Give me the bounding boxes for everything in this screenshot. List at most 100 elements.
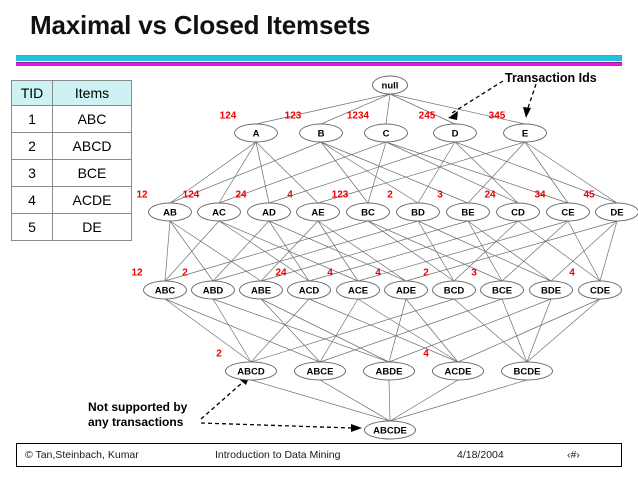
lattice-edge [212,298,252,363]
lattice-edge [417,141,456,204]
lattice-edge [524,141,618,204]
column-header-items: Items [52,80,132,106]
lattice-edge [389,379,528,422]
tid-label-e: 345 [488,110,506,122]
tid-label-b: 123 [284,110,302,122]
lattice-edge [260,298,321,363]
lattice-edge [255,141,319,204]
lattice-edge [320,141,469,204]
lattice-edge [169,141,257,204]
lattice-edge [467,220,503,282]
lattice-node-ace[interactable]: ACE [336,280,380,300]
lattice-edge [212,220,270,282]
lattice-node-cde[interactable]: CDE [578,280,622,300]
slide-footer: © Tan,Steinbach, Kumar Introduction to D… [16,443,622,467]
lattice-node-be[interactable]: BE [446,202,490,222]
lattice-node-acd[interactable]: ACD [287,280,331,300]
lattice-node-c[interactable]: C [364,123,408,143]
tid-label-a: 124 [219,110,237,122]
tid-label-c: 1234 [346,110,370,122]
tid-label-bc: 123 [331,189,349,201]
cell-tid: 2 [11,132,53,160]
lattice-node-b[interactable]: B [299,123,343,143]
not-supported-line-2: any transactions [88,415,184,429]
lattice-edge [389,379,459,422]
lattice-edge [250,298,310,363]
lattice-node-acde[interactable]: ACDE [432,361,484,381]
lattice-edge [467,220,552,282]
cell-tid: 5 [11,213,53,241]
lattice-node-ac[interactable]: AC [197,202,241,222]
arrow-note-to-abcd [200,381,244,420]
tid-label-ac: 124 [182,189,200,201]
lattice-edge [212,298,390,363]
lattice-node-bce[interactable]: BCE [480,280,524,300]
lattice-edge [320,141,419,204]
lattice-node-bc[interactable]: BC [346,202,390,222]
lattice-node-cd[interactable]: CD [496,202,540,222]
lattice-node-a[interactable]: A [234,123,278,143]
lattice-node-bcde[interactable]: BCDE [501,361,553,381]
lattice-node-abc[interactable]: ABC [143,280,187,300]
lattice-node-ae[interactable]: AE [296,202,340,222]
lattice-node-d[interactable]: D [433,123,477,143]
lattice-edge [454,141,519,204]
tid-label-abc: 12 [131,267,143,279]
lattice-edge [169,220,214,282]
lattice-edge [260,220,319,282]
lattice-node-de[interactable]: DE [595,202,638,222]
footer-page-number: ‹#› [567,449,580,461]
lattice-node-ad[interactable]: AD [247,202,291,222]
arrow-note-to-abcde [200,422,353,429]
lattice-node-abce[interactable]: ABCE [294,361,346,381]
lattice-edge [388,298,552,363]
arrowhead-d [448,111,458,120]
lattice-edge [385,141,519,204]
table-header-row: TID Items [11,80,132,106]
tid-label-ab: 12 [136,189,148,201]
lattice-edge [164,220,220,282]
lattice-edge [255,93,391,125]
lattice-node-ade[interactable]: ADE [384,280,428,300]
lattice-node-abcd[interactable]: ABCD [225,361,277,381]
lattice-node-abde[interactable]: ABDE [363,361,415,381]
arrowhead-e [523,107,531,118]
transaction-ids-callout: Transaction Ids [505,71,597,85]
tid-label-abcd: 2 [216,348,222,360]
arrow-transaction-ids-to-d [451,80,504,114]
lattice-node-bcd[interactable]: BCD [432,280,476,300]
tid-label-ae: 4 [287,189,293,201]
footer-date: 4/18/2004 [457,449,504,461]
tid-label-cde: 4 [569,267,575,279]
lattice-node-ce[interactable]: CE [546,202,590,222]
lattice-node-bd[interactable]: BD [396,202,440,222]
lattice-node-null[interactable]: null [372,75,408,95]
lattice-edge [164,220,369,282]
lattice-edge [268,220,310,282]
lattice-node-e[interactable]: E [503,123,547,143]
lattice-node-abcde[interactable]: ABCDE [364,420,416,440]
tid-label-ce: 34 [534,189,546,201]
lattice-edge [320,141,369,204]
lattice-edge [385,93,391,125]
lattice-edge [388,298,407,363]
lattice-edge [599,220,618,282]
lattice-node-abe[interactable]: ABE [239,280,283,300]
lattice-edge [250,298,455,363]
lattice-node-bde[interactable]: BDE [529,280,573,300]
lattice-edge [389,93,456,125]
lattice-edge [218,141,387,204]
lattice-edge [250,379,391,422]
title-underline-magenta [16,62,622,66]
lattice-node-ab[interactable]: AB [148,202,192,222]
lattice-edge [453,298,528,363]
lattice-edge [526,298,552,363]
cell-items: DE [52,213,132,241]
lattice-node-abd[interactable]: ABD [191,280,235,300]
lattice-edge [526,298,601,363]
tid-label-bce: 3 [471,267,477,279]
lattice-edge [367,220,503,282]
